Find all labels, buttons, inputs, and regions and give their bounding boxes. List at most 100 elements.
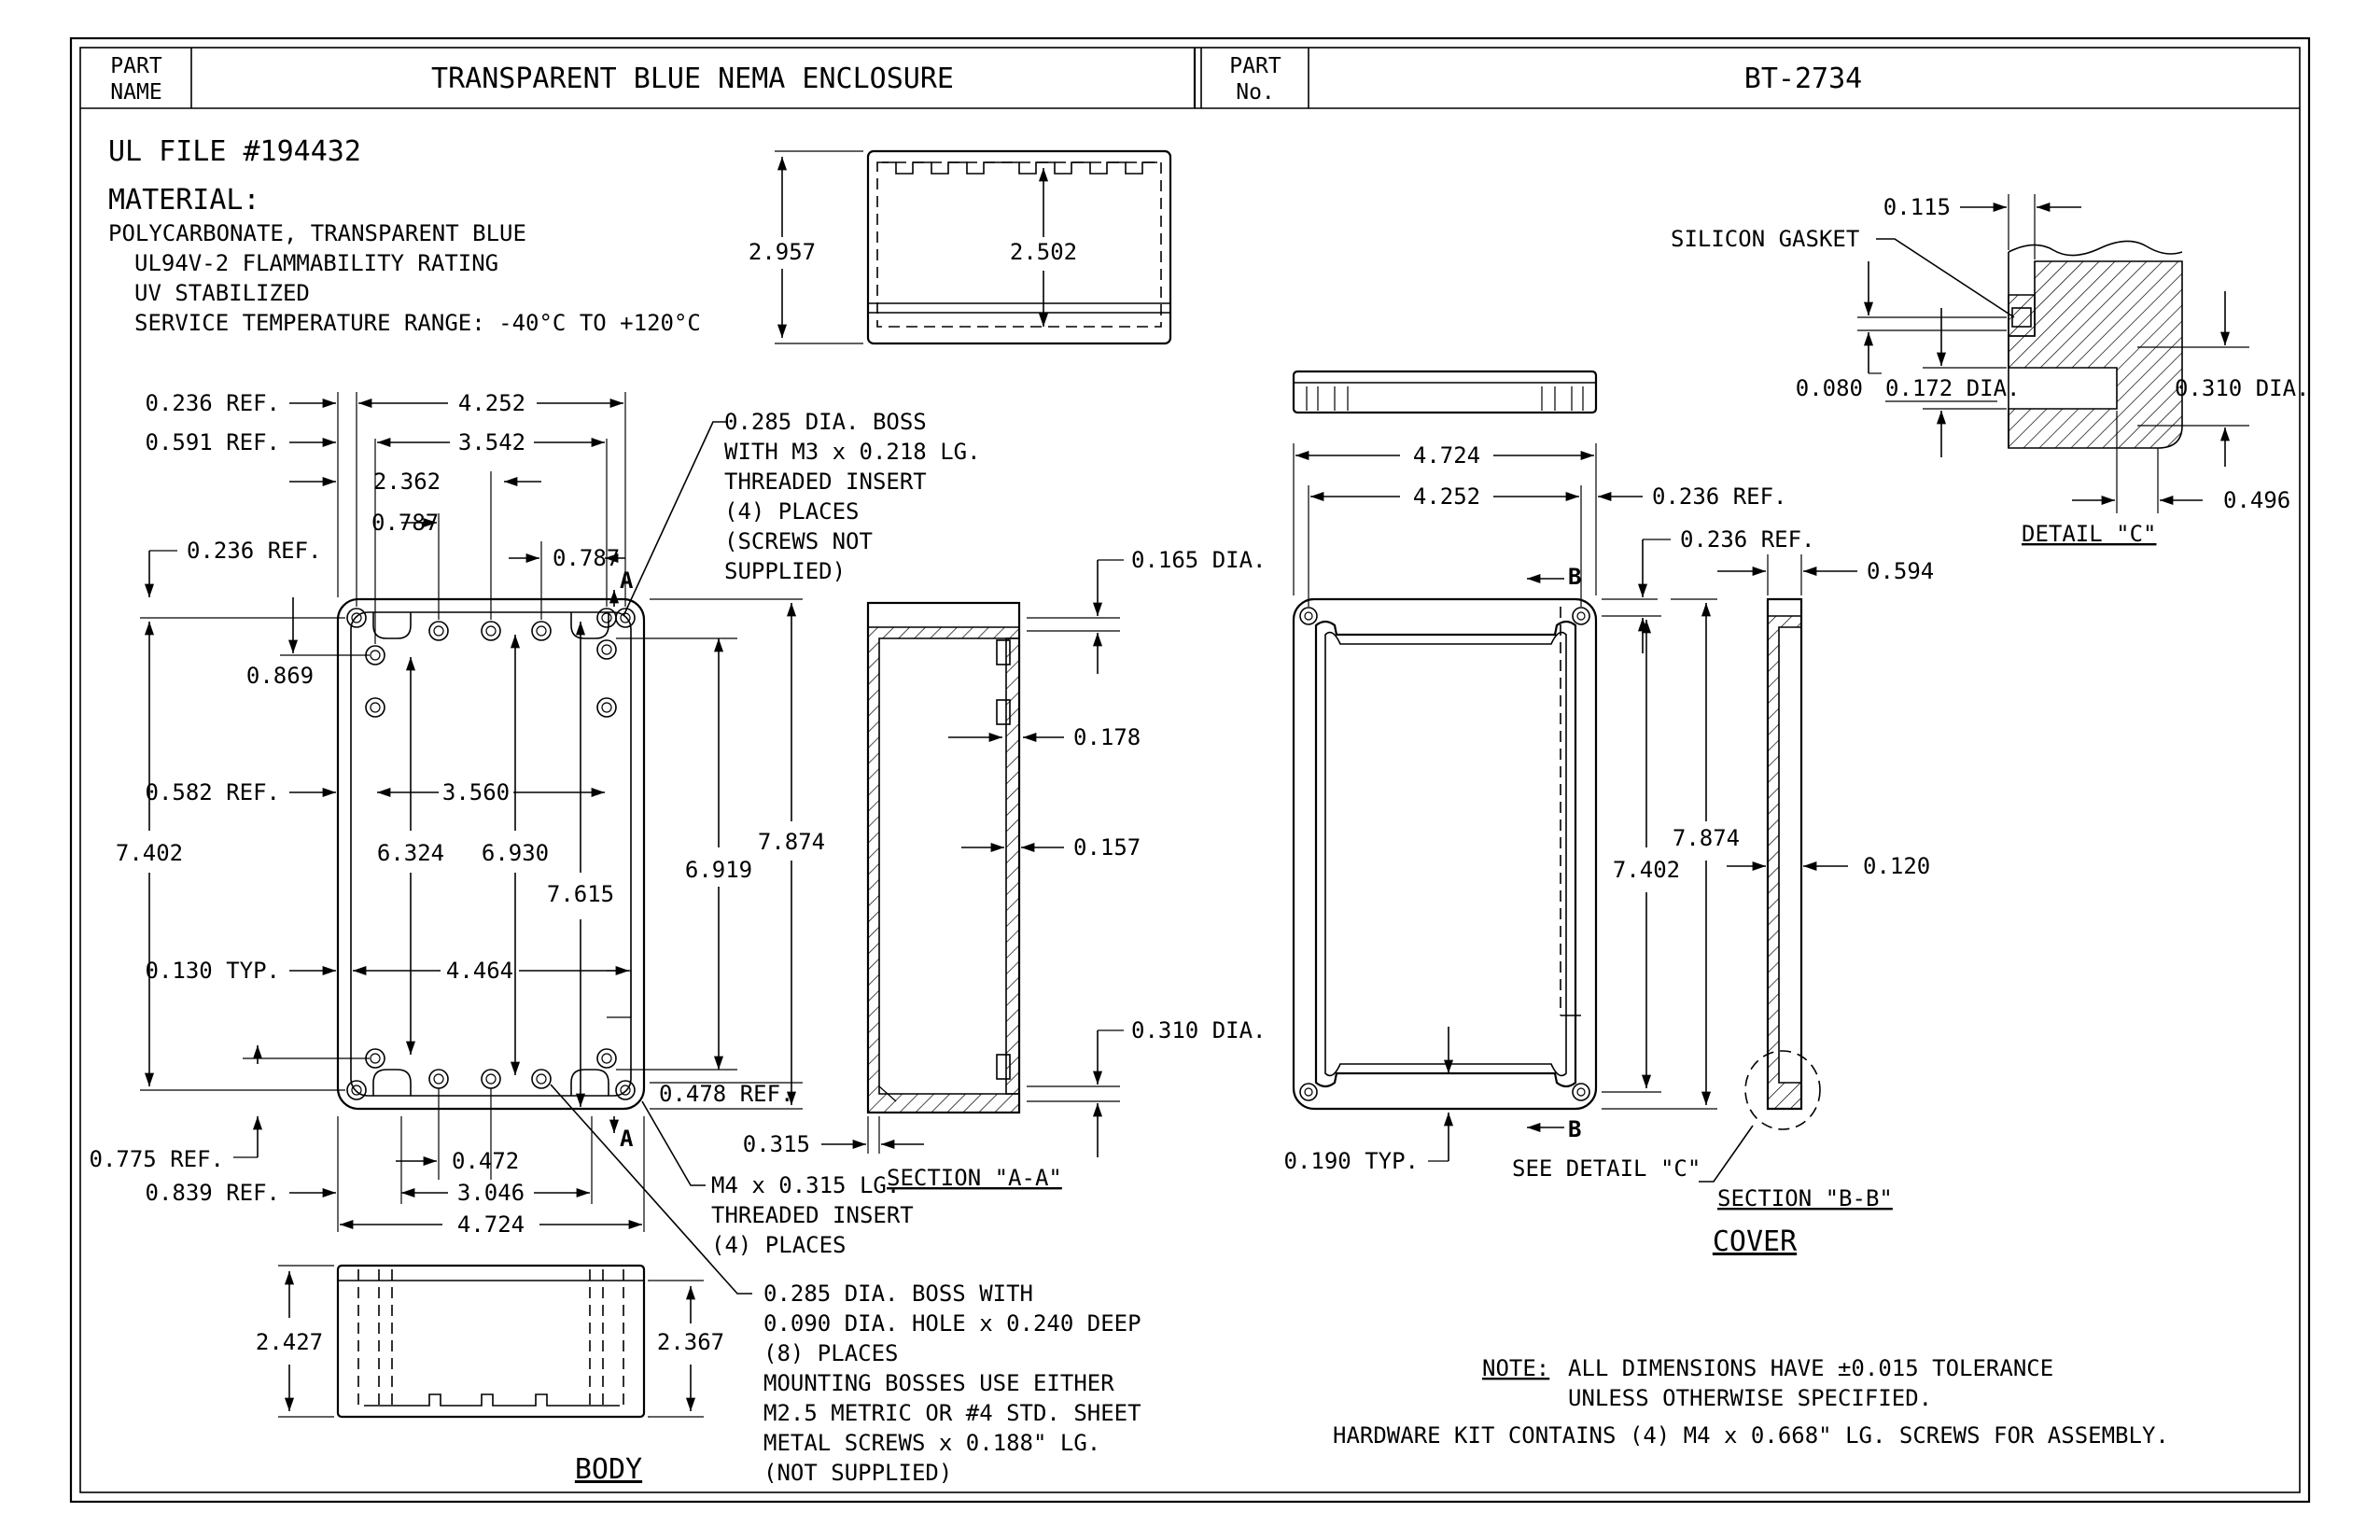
dim-0165-dia: 0.165 DIA. xyxy=(1131,547,1267,573)
dim-3560: 3.560 xyxy=(442,779,510,805)
material-specs: UL FILE #194432 MATERIAL: POLYCARBONATE,… xyxy=(108,135,701,336)
section-mark-b-bottom: B xyxy=(1568,1116,1581,1142)
dim-2362: 2.362 xyxy=(373,469,441,495)
mounting-boss xyxy=(596,1048,617,1069)
mount-note-2: 0.090 DIA. HOLE x 0.240 DEEP xyxy=(763,1310,1141,1337)
dim-7402: 7.402 xyxy=(116,840,183,866)
dim-6919: 6.919 xyxy=(685,857,752,883)
section-aa-view: 0.165 DIA. 0.178 0.157 0.310 DIA. 0.315 … xyxy=(743,547,1267,1191)
mounting-boss xyxy=(428,621,449,641)
cover-dim-4724: 4.724 xyxy=(1413,442,1480,469)
boss-note-1: 0.285 DIA. BOSS xyxy=(724,409,927,435)
dim-0839-ref: 0.839 REF. xyxy=(146,1180,281,1206)
note-label: NOTE: xyxy=(1482,1355,1549,1381)
mount-note-5: M2.5 METRIC OR #4 STD. SHEET xyxy=(763,1400,1141,1426)
mounting-boss xyxy=(365,697,385,718)
cover-dim-0236-ref-a: 0.236 REF. xyxy=(1652,483,1787,510)
dim-4252: 4.252 xyxy=(458,390,525,416)
dim-0172-dia: 0.172 DIA. xyxy=(1885,375,2021,401)
mounting-boss xyxy=(596,697,617,718)
section-mark-b-top: B xyxy=(1568,564,1581,590)
dim-0130-typ: 0.130 TYP. xyxy=(146,958,281,984)
mount-note-6: METAL SCREWS x 0.188" LG. xyxy=(763,1430,1100,1456)
spec-line-4: SERVICE TEMPERATURE RANGE: -40°C TO +120… xyxy=(134,310,701,336)
part-no-label-2: No. xyxy=(1236,80,1275,105)
side-view: 2.957 2.502 xyxy=(749,149,1172,345)
boss-note-2: WITH M3 x 0.218 LG. xyxy=(724,439,981,465)
part-number: BT-2734 xyxy=(1744,63,1862,95)
body-label: BODY xyxy=(575,1453,642,1486)
dim-0310-dia-detail: 0.310 DIA. xyxy=(2175,375,2310,401)
dim-2367: 2.367 xyxy=(657,1329,724,1355)
see-detail-c: SEE DETAIL "C" xyxy=(1512,1155,1701,1182)
cover-dim-7402: 7.402 xyxy=(1613,857,1680,883)
body-front-view: 2.427 2.367 BODY xyxy=(256,1264,724,1486)
detail-c-view: SILICON GASKET 0.115 0.080 0.172 DIA. 0.… xyxy=(1671,194,2310,547)
boss-note-6: SUPPLIED) xyxy=(724,558,846,584)
dim-0120: 0.120 xyxy=(1863,853,1930,879)
mount-note-7: (NOT SUPPLIED) xyxy=(763,1460,952,1486)
general-notes: NOTE: ALL DIMENSIONS HAVE ±0.015 TOLERAN… xyxy=(1333,1355,2169,1449)
cover-dim-0236-ref-b: 0.236 REF. xyxy=(1680,526,1815,553)
dim-3542: 3.542 xyxy=(458,429,525,455)
dim-0472: 0.472 xyxy=(452,1148,519,1174)
dim-0080: 0.080 xyxy=(1796,375,1863,401)
mount-note-1: 0.285 DIA. BOSS WITH xyxy=(763,1281,1033,1307)
mount-note-4: MOUNTING BOSSES USE EITHER xyxy=(763,1370,1114,1396)
spec-line-2: UL94V-2 FLAMMABILITY RATING xyxy=(134,250,498,276)
dim-2502: 2.502 xyxy=(1010,239,1077,265)
cover-screw-hole xyxy=(1572,1083,1590,1101)
detail-c-title: DETAIL "C" xyxy=(2022,521,2157,547)
cover-dim-4252: 4.252 xyxy=(1413,483,1480,510)
dim-6930: 6.930 xyxy=(482,840,549,866)
section-mark-a-top: A xyxy=(620,567,634,594)
part-name-label-2: NAME xyxy=(110,80,161,105)
mounting-boss xyxy=(481,621,501,641)
note-line-3: HARDWARE KIT CONTAINS (4) M4 x 0.668" LG… xyxy=(1333,1422,2169,1449)
part-name: TRANSPARENT BLUE NEMA ENCLOSURE xyxy=(431,63,954,95)
note-line-2: UNLESS OTHERWISE SPECIFIED. xyxy=(1568,1385,1932,1411)
dim-0310-dia: 0.310 DIA. xyxy=(1131,1017,1267,1043)
dim-3046: 3.046 xyxy=(457,1180,525,1206)
note-line-1: ALL DIMENSIONS HAVE ±0.015 TOLERANCE xyxy=(1568,1355,2053,1381)
cover-screw-hole xyxy=(1299,1083,1318,1101)
cover-screw-hole xyxy=(1572,607,1590,625)
dim-0591-ref: 0.591 REF. xyxy=(146,429,281,455)
section-aa-title: SECTION "A-A" xyxy=(887,1165,1062,1191)
title-block: PART NAME TRANSPARENT BLUE NEMA ENCLOSUR… xyxy=(80,48,2300,109)
section-mark-a-bottom: A xyxy=(620,1126,634,1152)
dim-0869: 0.869 xyxy=(246,663,314,689)
threaded-insert-boss xyxy=(596,639,617,660)
part-no-label-1: PART xyxy=(1229,54,1281,78)
sheet-border xyxy=(69,36,2311,1504)
mounting-boss xyxy=(481,1069,501,1089)
dim-2427: 2.427 xyxy=(256,1329,323,1355)
cover-label: COVER xyxy=(1713,1225,1798,1258)
body-plan-view: A A 0.236 REF. 4.252 0.591 REF. 3.542 2 xyxy=(90,390,1141,1486)
section-bb-title: SECTION "B-B" xyxy=(1717,1185,1893,1211)
boss-note-4: (4) PLACES xyxy=(724,498,860,525)
section-bb-view: 0.594 0.120 SECTION "B-B" xyxy=(1699,554,1934,1211)
dim-0582-ref: 0.582 REF. xyxy=(146,779,281,805)
dim-0236-ref-a: 0.236 REF. xyxy=(146,390,281,416)
silicon-gasket-label: SILICON GASKET xyxy=(1671,226,1859,252)
insert-note-2: THREADED INSERT xyxy=(711,1202,914,1228)
ul-file: UL FILE #194432 xyxy=(108,135,361,168)
spec-line-1: POLYCARBONATE, TRANSPARENT BLUE xyxy=(108,220,526,246)
mounting-boss xyxy=(531,621,552,641)
dim-0775-ref: 0.775 REF. xyxy=(90,1146,225,1172)
dim-0594: 0.594 xyxy=(1867,558,1934,584)
dim-7874: 7.874 xyxy=(758,829,825,855)
dim-0236-ref-b: 0.236 REF. xyxy=(187,538,322,564)
dim-0478-ref: 0.478 REF. xyxy=(659,1081,794,1107)
dim-6324: 6.324 xyxy=(377,840,444,866)
cover-side-view xyxy=(1292,370,1598,414)
boss-note-3: THREADED INSERT xyxy=(724,469,927,495)
mounting-boss xyxy=(531,1069,552,1089)
threaded-insert-boss xyxy=(596,608,617,628)
corner-screw-hole xyxy=(346,608,367,628)
insert-note-3: (4) PLACES xyxy=(711,1232,847,1258)
dim-0496: 0.496 xyxy=(2223,487,2290,513)
cover-screw-hole xyxy=(1299,607,1318,625)
